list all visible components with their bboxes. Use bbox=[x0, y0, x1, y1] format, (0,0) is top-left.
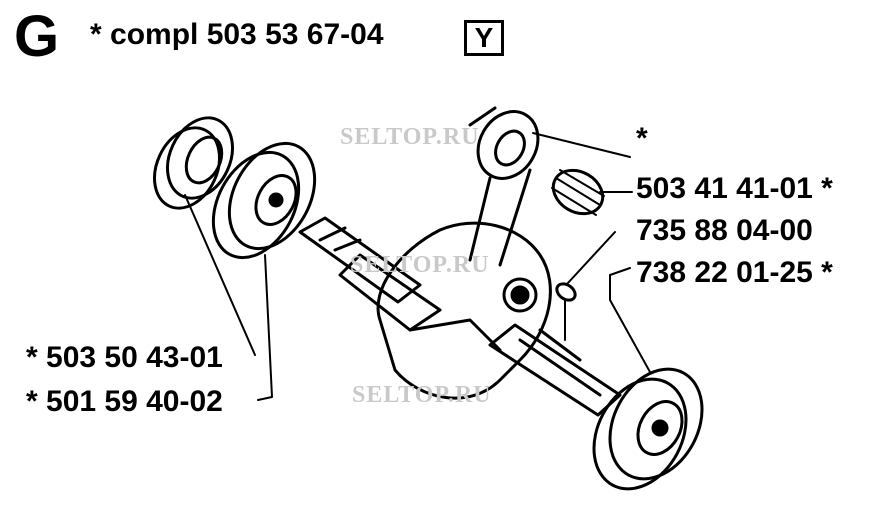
watermark-top: SELTOP.RU bbox=[340, 124, 480, 150]
part-label-right-bearing: 738 22 01-25 * bbox=[636, 256, 833, 289]
needle-bearing bbox=[551, 168, 605, 216]
crank-web bbox=[376, 221, 552, 400]
woodruff-key bbox=[555, 282, 577, 302]
part-label-bearing-left: * 501 59 40-02 bbox=[26, 385, 223, 418]
oil-seal-left bbox=[153, 116, 234, 210]
section-letter: G bbox=[14, 4, 59, 69]
connecting-rod bbox=[468, 106, 540, 267]
watermark-middle: SELTOP.RU bbox=[350, 252, 490, 278]
leader-lines bbox=[184, 132, 651, 401]
watermark-bottom: SELTOP.RU bbox=[352, 382, 492, 408]
assembly-part-number: * compl 503 53 67-04 bbox=[90, 18, 384, 51]
variant-badge: Y bbox=[464, 20, 504, 56]
part-label-needle-bearing: 503 41 41-01 * bbox=[636, 172, 833, 205]
part-label-star: * bbox=[636, 122, 648, 155]
part-label-key: 735 88 04-00 bbox=[636, 214, 813, 247]
part-label-seal-left: * 503 50 43-01 bbox=[26, 341, 223, 374]
ball-bearing-right bbox=[592, 367, 704, 491]
ball-bearing-left bbox=[211, 141, 317, 260]
crankshaft-right-shaft bbox=[488, 323, 622, 417]
